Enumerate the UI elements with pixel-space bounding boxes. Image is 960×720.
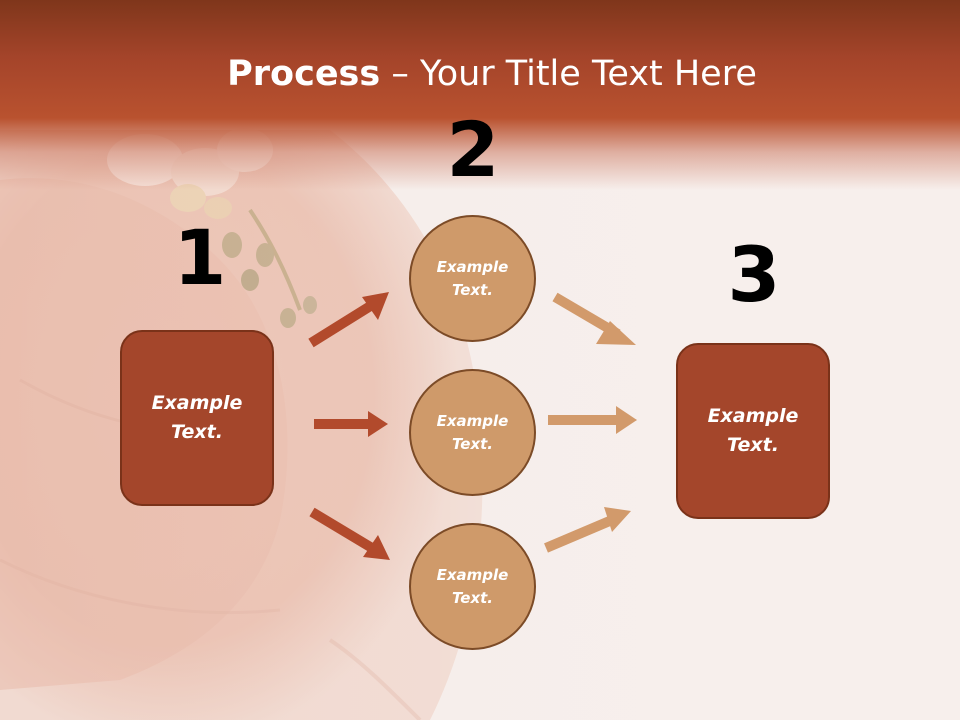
title-rest: – Your Title Text Here [380, 54, 757, 94]
step-number-2: 2 [446, 105, 500, 194]
header-band [0, 0, 960, 190]
slide-title: Process – Your Title Text Here [0, 50, 960, 98]
arrow-1-to-middle [314, 411, 388, 437]
arrow-middle-to-3 [548, 406, 637, 434]
step-2-circle-bottom: Example Text. [409, 523, 536, 650]
step-2-circle-top: Example Text. [409, 215, 536, 342]
arrow-1-to-bottom [309, 507, 390, 560]
arrow-bottom-to-3 [544, 507, 631, 553]
title-bold: Process [227, 54, 381, 94]
step-2-circle-middle: Example Text. [409, 369, 536, 496]
step-number-1: 1 [173, 213, 227, 302]
arrow-top-to-3 [552, 292, 636, 345]
step-3-box: Example Text. [676, 343, 830, 519]
step-number-3: 3 [727, 230, 781, 319]
arrow-1-to-top [308, 292, 389, 348]
step-1-box: Example Text. [120, 330, 274, 506]
